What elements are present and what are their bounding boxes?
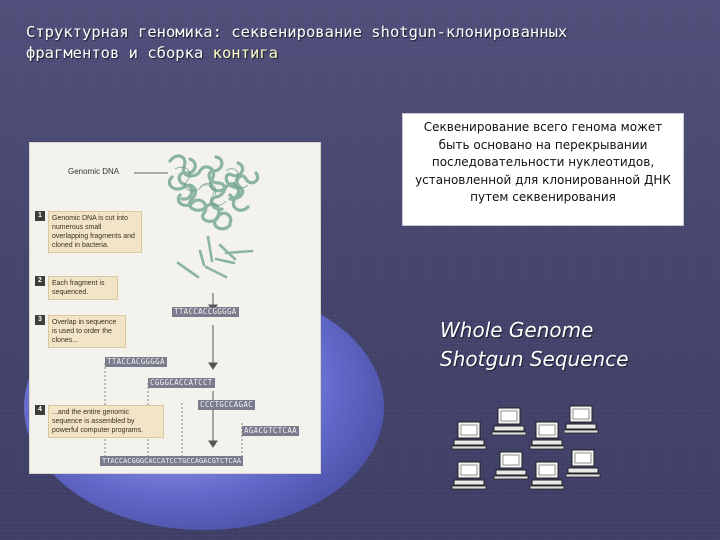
step-number: 3 [35,315,45,325]
title-line-1: Структурная геномика: секвенирование sho… [26,23,568,41]
sequence-fragment: TTACCACGGGGA [105,357,167,367]
genomic-dna-tangle-icon [167,154,260,231]
step-number: 1 [35,211,45,221]
heading-line-2: Shotgun Sequence [440,347,629,371]
step-4: 4 ...and the entire genomic sequence is … [35,405,164,438]
title-line-2: фрагментов и сборка [26,44,213,62]
sequence-fragment: CCCTGCCAGAC [198,400,255,410]
step-3: 3 Overlap in sequence is used to order t… [35,315,126,348]
step-2: 2 Each fragment is sequenced. [35,276,118,300]
process-arrows [208,293,218,448]
title-highlight-contig: контига [212,44,278,62]
info-text-box: Секвенирование всего генома может быть о… [402,113,684,226]
sequence-fragment: TTACCACCGGGGA [172,307,239,317]
computer-icon [493,451,529,480]
computer-icon [529,421,565,450]
sequence-fragment: CGGGCACCATCCT [148,378,215,388]
step-text: Genomic DNA is cut into numerous small o… [48,211,142,253]
step-1: 1 Genomic DNA is cut into numerous small… [35,211,142,253]
slide-title: Структурная геномика: секвенирование sho… [26,22,706,64]
genomic-dna-label: Genomic DNA [68,167,120,176]
shotgun-sequencing-figure: Genomic DNA 1 Genomic DNA is cut into nu… [30,143,320,473]
step-number: 2 [35,276,45,286]
computer-icon [563,405,599,434]
step-number: 4 [35,405,45,415]
computer-icon [451,421,487,450]
sequence-fragment: AGACGTCTCAA [242,426,299,436]
heading-line-1: Whole Genome [440,318,594,342]
computer-cluster [451,405,601,490]
step-text: Each fragment is sequenced. [48,276,118,300]
computer-icon [451,461,487,490]
step-text: Overlap in sequence is used to order the… [48,315,126,348]
computer-icon [529,461,565,490]
computer-icon [491,407,527,436]
computer-icon [565,449,601,478]
assembled-sequence: TTACCACGGGCACCATCCTGCCAGACGTCTCAA [100,456,244,466]
step-text: ...and the entire genomic sequence is as… [48,405,164,438]
dna-fragments-icon [176,235,254,279]
